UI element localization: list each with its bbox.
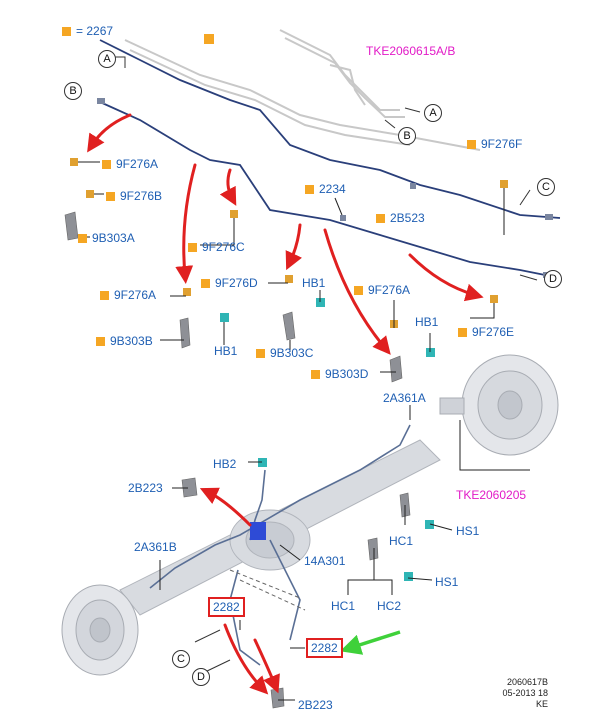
- label-text: 9B303D: [325, 367, 369, 381]
- label-hb1-2: HB1: [415, 315, 439, 329]
- stamp-number: 2060617B: [506, 677, 548, 687]
- label-2b223-top: 2B223: [128, 481, 163, 495]
- label-9b303b: 9B303B: [96, 334, 153, 348]
- junction-block: [250, 522, 266, 540]
- main-brake-line: [99, 39, 561, 276]
- green-arrow: [339, 630, 401, 655]
- label-9f276c: 9F276C: [188, 240, 245, 254]
- marker-square-icon: [62, 27, 71, 36]
- label-text: 9F276D: [215, 276, 258, 290]
- marker-square-icon: [201, 279, 210, 288]
- marker-square-icon: [102, 160, 111, 169]
- label-2a361b: 2A361B: [134, 540, 177, 554]
- label-text: 9B303C: [270, 346, 314, 360]
- label-9b303d: 9B303D: [311, 367, 368, 381]
- stamp-code: KE: [535, 699, 548, 709]
- label-2b523-top: 2B523: [376, 211, 425, 225]
- label-2282-upper: 2282: [208, 597, 245, 617]
- label-text: 9B303B: [110, 334, 153, 348]
- stamp-date: 05-2013 18: [502, 688, 548, 698]
- label-hc2: HC2: [377, 599, 402, 613]
- callout-d-top: D: [544, 270, 562, 288]
- marker-square-icon: [204, 34, 214, 44]
- callout-a-top: A: [98, 50, 116, 68]
- marker-square-icon: [354, 286, 363, 295]
- marker-square-icon: [96, 337, 105, 346]
- label-tke2060205: TKE2060205: [456, 488, 527, 502]
- marker-square-icon: [311, 370, 320, 379]
- label-2a361a: 2A361A: [383, 391, 426, 405]
- label-9f276e: 9F276E: [458, 325, 514, 339]
- label-9b303c: 9B303C: [256, 346, 313, 360]
- teal-clips: [220, 298, 435, 581]
- label-2234: 2234: [305, 182, 346, 196]
- legend-equals: =: [76, 24, 84, 38]
- label-text: 2234: [319, 182, 346, 196]
- label-9f276a-2: 9F276A: [100, 288, 156, 302]
- label-hs1-1: HS1: [456, 524, 480, 538]
- marker-square-icon: [256, 349, 265, 358]
- label-text: 2B523: [390, 211, 425, 225]
- marker-square-icon: [188, 243, 197, 252]
- label-text: 9F276C: [202, 240, 245, 254]
- left-drum: [61, 584, 139, 676]
- label-hc1-2: HC1: [331, 599, 356, 613]
- label-2b223-bottom: 2B223: [298, 698, 333, 712]
- label-hb1-3: HB1: [214, 344, 238, 358]
- label-9f276a-3: 9F276A: [354, 283, 410, 297]
- label-9f276f: 9F276F: [467, 137, 522, 151]
- callout-b-right: B: [398, 127, 416, 145]
- red-arrows: [87, 113, 484, 695]
- legend: = 2267: [62, 24, 113, 38]
- label-2282-lower: 2282: [306, 638, 343, 658]
- marker-square-icon: [458, 328, 467, 337]
- label-hb2: HB2: [213, 457, 237, 471]
- label-text: 9B303A: [92, 231, 135, 245]
- marker-square-icon: [106, 192, 115, 201]
- marker-square-icon: [305, 185, 314, 194]
- marker-square-icon: [78, 234, 87, 243]
- right-backing-plate: [439, 354, 559, 456]
- label-9f276b: 9F276B: [106, 189, 162, 203]
- callout-c-top: C: [537, 178, 555, 196]
- callout-b-left: B: [64, 82, 82, 100]
- label-14a301: 14A301: [304, 554, 346, 568]
- label-text: 9F276B: [120, 189, 163, 203]
- label-hb1-1: HB1: [302, 276, 326, 290]
- label-tke2060615: TKE2060615A/B: [366, 44, 456, 58]
- label-hc1-1: HC1: [389, 534, 414, 548]
- label-hs1-2: HS1: [435, 575, 459, 589]
- legend-code: 2267: [86, 24, 114, 38]
- label-9f276a-1: 9F276A: [102, 157, 158, 171]
- label-9b303a: 9B303A: [78, 231, 135, 245]
- callout-d-bottom: D: [192, 668, 210, 686]
- marker-square-icon: [100, 291, 109, 300]
- label-text: 9F276A: [116, 157, 159, 171]
- marker-square-icon: [467, 140, 476, 149]
- clips: [70, 158, 508, 328]
- marker-square-icon: [376, 214, 385, 223]
- label-text: 9F276A: [368, 283, 411, 297]
- drawing-stamp: 2060617B 05-2013 18 KE: [490, 677, 548, 710]
- callout-c-bottom: C: [172, 650, 190, 668]
- label-text: 9F276F: [481, 137, 523, 151]
- label-text: 9F276A: [114, 288, 157, 302]
- label-9f276d: 9F276D: [201, 276, 258, 290]
- label-text: 9F276E: [472, 325, 515, 339]
- callout-a-right: A: [424, 104, 442, 122]
